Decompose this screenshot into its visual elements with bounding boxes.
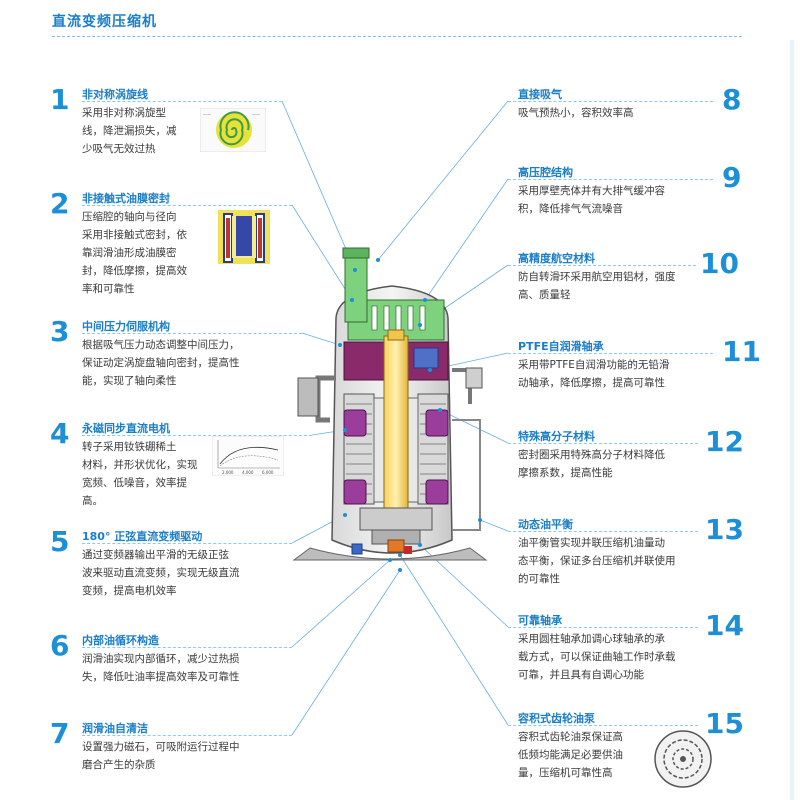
feature-underline [508, 101, 713, 102]
title-rule [52, 36, 742, 37]
feature-desc: 润滑油实现内部循环，减少过热损失，降低吐油率提高效率及可靠性 [82, 653, 240, 683]
feature-title: 180° 正弦直流变频驱动 [82, 530, 203, 543]
feature-title: 特殊高分子材料 [518, 430, 595, 443]
feature-number: 4 [50, 417, 70, 450]
feature-desc: 采用厚壁壳体并有大排气缓冲容积，降低排气气流噪音 [518, 185, 665, 215]
feature-desc: 转子采用钕铁硼稀土材料，并形状优化，实现宽频、低噪音，效率提高。 [82, 441, 198, 507]
feature-number: 13 [705, 513, 744, 546]
feature-title: PTFE自润滑轴承 [518, 340, 604, 353]
feature-title: 可靠轴承 [518, 614, 562, 627]
right-edge-band [790, 40, 794, 800]
motor-efficiency-graph: 2,000 4,000 6,000 [212, 436, 284, 476]
feature-underline [508, 627, 698, 628]
feature-desc: 吸气预热小，容积效率高 [518, 107, 634, 119]
feature-underline [508, 531, 698, 532]
feature-title: 永磁同步直流电机 [82, 422, 170, 435]
feature-number: 1 [50, 83, 70, 116]
feature-number: 14 [705, 609, 744, 642]
feature-number: 12 [705, 425, 744, 458]
oil-film-seal-thumbnail [218, 210, 270, 264]
feature-underline [508, 265, 696, 266]
scroll-wrap-thumbnail: —— —— [200, 108, 266, 152]
feature-title: 润滑油自清洁 [82, 722, 148, 735]
graph-tick-2: 4,000 [242, 470, 254, 475]
feature-desc: 采用带PTFE自润滑功能的无铅滑动轴承，降低摩擦，提高可靠性 [518, 359, 670, 389]
feature-underline [82, 101, 282, 102]
feature-desc: 采用圆柱轴承加调心球轴承的承载方式，可以保证曲轴工作时承载可靠，并且具有自调心功… [518, 633, 676, 681]
feature-desc: 采用非对称涡旋型线，降泄漏损失，减少吸气无效过热 [82, 107, 177, 155]
feature-number: 2 [50, 187, 70, 220]
feature-underline [508, 725, 698, 726]
feature-title: 非接触式油膜密封 [82, 192, 170, 205]
feature-underline [82, 205, 292, 206]
page-title: 直流变频压缩机 [52, 14, 157, 30]
graph-tick-1: 2,000 [222, 470, 234, 475]
feature-title: 中间压力伺服机构 [82, 320, 170, 333]
feature-number: 7 [50, 717, 70, 750]
svg-text:——: —— [252, 112, 260, 117]
feature-number: 10 [700, 247, 739, 280]
feature-desc: 防自转滑环采用航空用铝材，强度高、质量轻 [518, 271, 676, 301]
feature-desc: 通过变频器输出平滑的无级正弦波来驱动直流变频，实现无级直流变频，提高电机效率 [82, 549, 240, 597]
feature-desc: 密封圈采用特殊高分子材料降低摩擦系数，提高性能 [518, 449, 665, 479]
svg-text:——: —— [203, 112, 211, 117]
feature-desc: 油平衡管实现并联压缩机油量动态平衡，保证多台压缩机并联使用的可靠性 [518, 537, 676, 585]
feature-number: 8 [722, 83, 742, 116]
feature-underline [82, 647, 292, 648]
feature-title: 高精度航空材料 [518, 252, 595, 265]
feature-underline [82, 543, 292, 544]
header: 直流变频压缩机 [0, 0, 800, 40]
feature-number: 5 [50, 525, 70, 558]
feature-underline [508, 353, 713, 354]
feature-desc: 容积式齿轮油泵保证高低频均能满足必要供油量，压缩机可靠性高 [518, 731, 623, 779]
feature-title: 非对称涡旋线 [82, 88, 148, 101]
feature-title: 动态油平衡 [518, 518, 573, 531]
graph-tick-3: 6,000 [262, 470, 274, 475]
feature-title: 内部油循环构造 [82, 634, 159, 647]
feature-desc: 设置强力磁石，可吸附运行过程中磨合产生的杂质 [82, 741, 240, 771]
feature-desc: 压缩腔的轴向与径向采用非接触式密封，依靠润滑油形成油膜密封，降低摩擦，提高效率和… [82, 211, 187, 295]
feature-underline [82, 735, 292, 736]
feature-underline [82, 435, 312, 436]
feature-underline [508, 179, 713, 180]
feature-title: 直接吸气 [518, 88, 562, 101]
feature-number: 3 [50, 315, 70, 348]
feature-title: 容积式齿轮油泵 [518, 712, 595, 725]
feature-underline [508, 443, 698, 444]
feature-title: 高压腔结构 [518, 166, 573, 179]
leader-dots [338, 258, 482, 572]
feature-desc: 根据吸气压力动态调整中间压力，保证动定涡旋盘轴向密封，提高性能，实现了轴向柔性 [82, 339, 240, 387]
feature-number: 11 [722, 335, 761, 368]
feature-number: 6 [50, 629, 70, 662]
feature-number: 9 [722, 161, 742, 194]
feature-number: 15 [705, 707, 744, 740]
feature-underline [82, 333, 302, 334]
gear-pump-thumbnail [654, 730, 712, 788]
